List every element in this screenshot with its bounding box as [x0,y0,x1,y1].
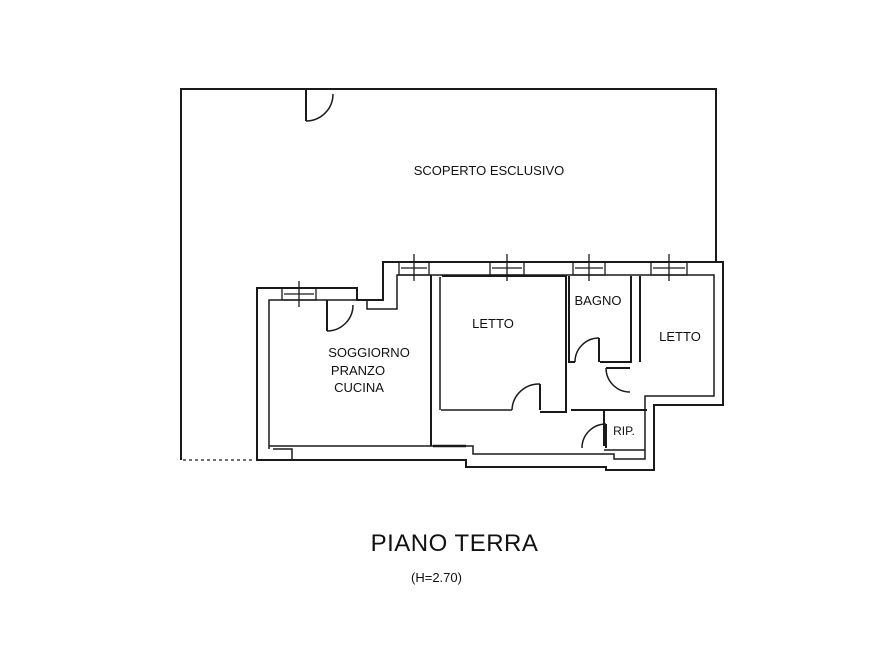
storage-door-swing [581,423,607,449]
bedroom1-walls [442,275,567,413]
room-label-bedroom2: LETTO [659,329,701,344]
plan-title: PIANO TERRA [370,530,539,557]
window-living [281,281,317,307]
bedroom2-door-swing [605,367,631,393]
room-label-bathroom: BAGNO [575,293,622,308]
window-bedroom2 [650,254,688,281]
room-label-living-2: PRANZO [331,363,385,378]
room-label-storage: RIP. [613,424,635,438]
outdoor-area-boundary [180,88,717,460]
ceiling-height-note: (H=2.70) [411,570,462,585]
room-label-outdoor: SCOPERTO ESCLUSIVO [414,163,565,178]
living-door-swing [326,304,354,332]
building-outer-wall [256,261,724,471]
room-label-bedroom1: LETTO [472,316,514,331]
room-label-living-3: CUCINA [334,380,384,395]
corner-block [273,448,293,460]
window-entry [398,254,430,281]
gate-door-swing [305,93,334,122]
bathroom-walls [568,276,632,363]
hall-wall [571,409,605,446]
window-bathroom [572,254,606,281]
room-label-living-1: SOGGIORNO [328,345,410,360]
bedroom1-door-swing [511,383,541,411]
building-inner-wall [268,274,715,460]
bathroom-door-swing [574,337,600,363]
window-bedroom1 [489,254,525,281]
